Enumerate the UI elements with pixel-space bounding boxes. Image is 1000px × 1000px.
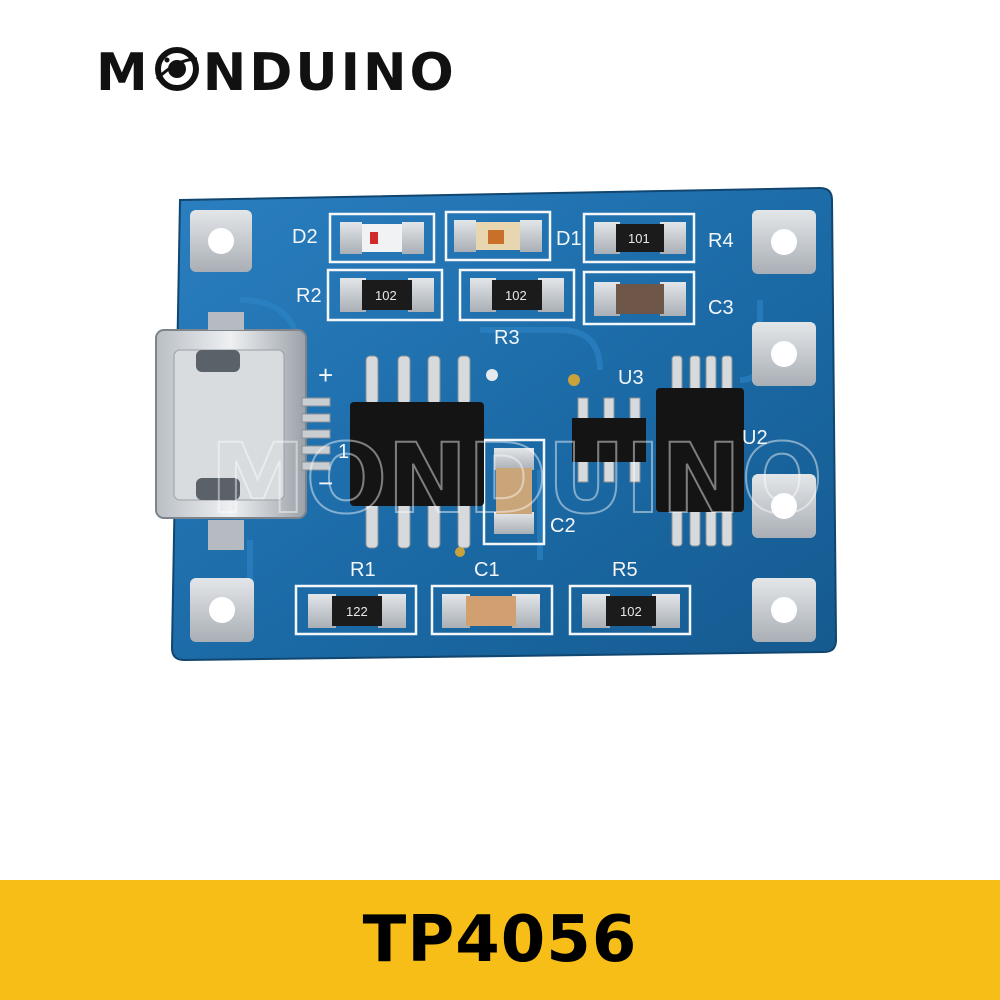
label-u1: 1 — [338, 441, 349, 463]
resistor-r5: 102 — [582, 594, 680, 628]
planet-o-icon — [154, 47, 199, 91]
label-r3: R3 — [494, 327, 520, 349]
label-r5: R5 — [612, 559, 638, 581]
resistor-r4: 101 — [594, 222, 686, 254]
chip-u3 — [572, 397, 646, 483]
micro-usb-connector — [155, 312, 331, 550]
label-r4: R4 — [708, 230, 734, 252]
r1-marking: 122 — [346, 604, 368, 619]
label-plus: + — [318, 360, 333, 390]
tp4056-board-photo: 101 102 102 122 102 — [155, 186, 838, 662]
label-c3: C3 — [708, 297, 734, 319]
label-r2: R2 — [296, 285, 322, 307]
capacitor-c2 — [494, 448, 534, 534]
resistor-r2: 102 — [340, 278, 434, 312]
r3-marking: 102 — [505, 288, 527, 303]
capacitor-c3 — [594, 282, 686, 316]
brand-logo: M NDUINO — [96, 38, 457, 108]
label-u2: U2 — [742, 427, 768, 449]
resistor-r3: 102 — [470, 278, 564, 312]
product-banner: TP4056 — [0, 880, 1000, 1000]
r4-marking: 101 — [628, 231, 650, 246]
r2-marking: 102 — [375, 288, 397, 303]
label-r1: R1 — [350, 559, 376, 581]
brand-prefix: M — [96, 43, 151, 103]
label-c1: C1 — [474, 559, 500, 581]
vias — [455, 369, 580, 557]
label-u3: U3 — [618, 367, 644, 389]
silkscreen-labels: D2 D1 R4 R2 R3 C3 U3 U2 C2 R1 C1 R5 + − … — [292, 226, 768, 581]
label-d1: D1 — [556, 228, 582, 250]
capacitor-c1 — [442, 594, 540, 628]
chip-u2 — [656, 355, 744, 547]
led-d1 — [454, 220, 542, 252]
corner-pads — [190, 210, 816, 642]
watermark: MONDUINO — [210, 423, 823, 535]
r5-marking: 102 — [620, 604, 642, 619]
brand-suffix: NDUINO — [202, 43, 457, 103]
label-d2: D2 — [292, 226, 318, 248]
label-minus: − — [318, 468, 333, 498]
resistor-r1: 122 — [308, 594, 406, 628]
label-c2: C2 — [550, 515, 576, 537]
chip-u1 — [350, 355, 484, 549]
led-d2 — [340, 222, 424, 254]
product-name: TP4056 — [362, 903, 638, 977]
silkscreen-outlines — [294, 210, 696, 636]
